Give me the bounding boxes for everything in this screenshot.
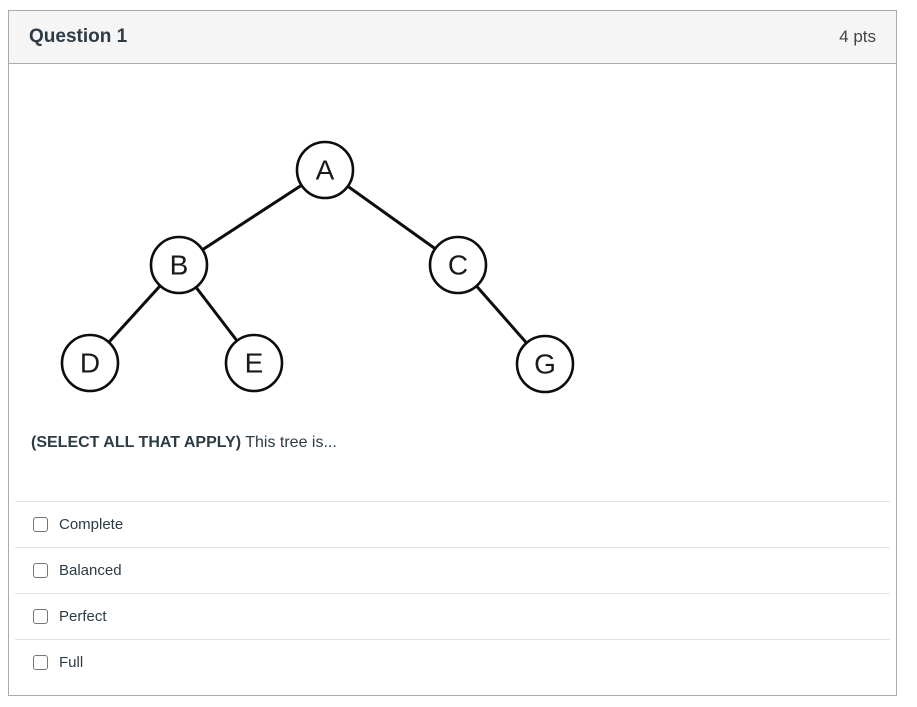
checkbox-complete[interactable]	[33, 517, 48, 532]
tree-node-B: B	[149, 235, 209, 295]
answer-label[interactable]: Complete	[59, 516, 124, 533]
tree-node-E: E	[224, 333, 284, 393]
tree-node-A: A	[295, 140, 355, 200]
svg-text:D: D	[80, 348, 100, 379]
answer-row-perfect[interactable]: Perfect	[15, 593, 890, 639]
answer-row-full[interactable]: Full	[15, 639, 890, 685]
prompt-select-all: (SELECT ALL THAT APPLY)	[31, 434, 242, 451]
checkbox-full[interactable]	[33, 655, 48, 670]
svg-text:G: G	[534, 349, 556, 380]
question-title: Question 1	[29, 26, 128, 47]
svg-text:C: C	[448, 250, 468, 281]
answer-row-balanced[interactable]: Balanced	[15, 547, 890, 593]
question-card: Question 1 4 pts A B C D E G (SELECT ALL THAT…	[8, 10, 897, 696]
svg-text:A: A	[316, 155, 335, 186]
tree-node-G: G	[515, 334, 575, 394]
answer-label[interactable]: Balanced	[59, 562, 122, 579]
binary-tree-diagram: A B C D E G	[60, 140, 575, 394]
checkbox-balanced[interactable]	[33, 563, 48, 578]
tree-node-D: D	[60, 333, 120, 393]
answer-label[interactable]: Perfect	[59, 608, 107, 625]
tree-node-C: C	[428, 235, 488, 295]
svg-text:B: B	[170, 250, 189, 281]
answer-label[interactable]: Full	[59, 654, 84, 671]
answer-list: Complete Balanced Perfect Full	[15, 501, 890, 685]
answer-row-complete[interactable]: Complete	[15, 501, 890, 547]
question-header: Question 1 4 pts	[9, 11, 896, 64]
question-prompt: (SELECT ALL THAT APPLY) This tree is...	[31, 433, 896, 453]
question-body: A B C D E G (SELECT ALL THAT APPLY) This tree…	[9, 110, 896, 685]
checkbox-perfect[interactable]	[33, 609, 48, 624]
svg-text:E: E	[245, 348, 264, 379]
prompt-text: This tree is...	[241, 434, 337, 451]
question-points: 4 pts	[839, 27, 876, 46]
